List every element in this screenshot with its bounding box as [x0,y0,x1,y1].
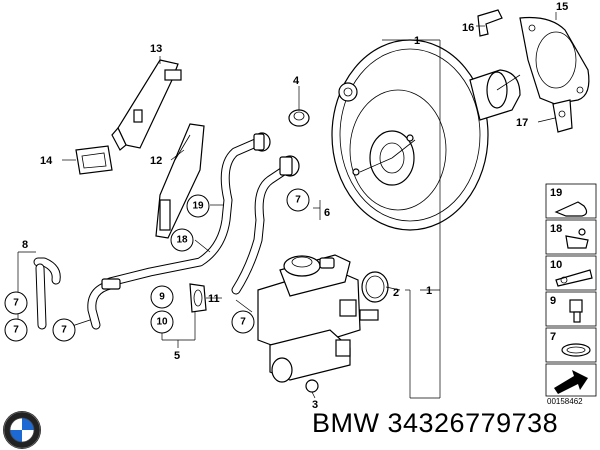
brake-booster [331,39,521,231]
legend-panel: 19 18 10 9 7 00158462 [545,183,597,406]
arrow-icon [554,370,588,394]
label-part-1: 1 [414,35,420,47]
bmw-roundel-icon [3,411,41,449]
label-part-2: 2 [393,287,399,299]
callouts: 19 18 7 7 7 7 7 9 10 [4,188,310,342]
label-part-6: 6 [324,207,330,219]
callout-18: 18 [176,235,188,246]
vacuum-hoses [87,132,300,330]
grommet-11 [189,283,207,313]
callout-10: 10 [156,317,168,328]
part-number-caption: BMW 34326779738 [312,408,559,438]
label-part-17: 17 [516,117,528,129]
callout-7-left-a: 7 [13,298,19,309]
check-valve-4 [288,109,310,127]
label-part-15: 15 [556,1,568,13]
label-part-14: 14 [40,155,53,167]
o-ring-2 [361,271,389,303]
holder-13 [111,59,182,151]
label-part-16: 16 [462,22,474,34]
callout-19: 19 [192,201,204,212]
reference-code: 00158462 [547,397,583,406]
legend-label-10: 10 [550,259,562,271]
callout-7-center: 7 [240,317,246,328]
hose-8 [33,257,61,330]
bracket-17 [552,99,573,133]
label-part-4: 4 [293,75,300,87]
callout-9: 9 [159,292,165,303]
label-part-13: 13 [150,43,162,55]
legend-label-7: 7 [550,331,556,343]
callout-7-left-b: 7 [13,325,19,336]
leader-lines [17,12,557,399]
gasket-plate [519,16,590,105]
part-labels: 1 1 2 3 4 5 6 8 11 12 13 14 15 16 17 [22,1,568,411]
label-part-12: 12 [150,155,162,167]
label-part-8: 8 [22,239,28,251]
label-part-3: 3 [312,399,318,411]
label-part-5: 5 [174,350,180,362]
callout-7-lower: 7 [61,325,67,336]
bracket-12 [155,123,205,239]
label-part-11: 11 [208,293,220,305]
legend-label-18: 18 [550,223,562,235]
label-part-1b: 1 [426,285,432,297]
grommet-14 [75,145,113,175]
callout-7-hose: 7 [295,195,301,206]
legend-label-9: 9 [550,295,556,307]
master-cylinder [257,254,379,393]
clip-16 [477,9,503,37]
legend-label-19: 19 [550,187,562,199]
